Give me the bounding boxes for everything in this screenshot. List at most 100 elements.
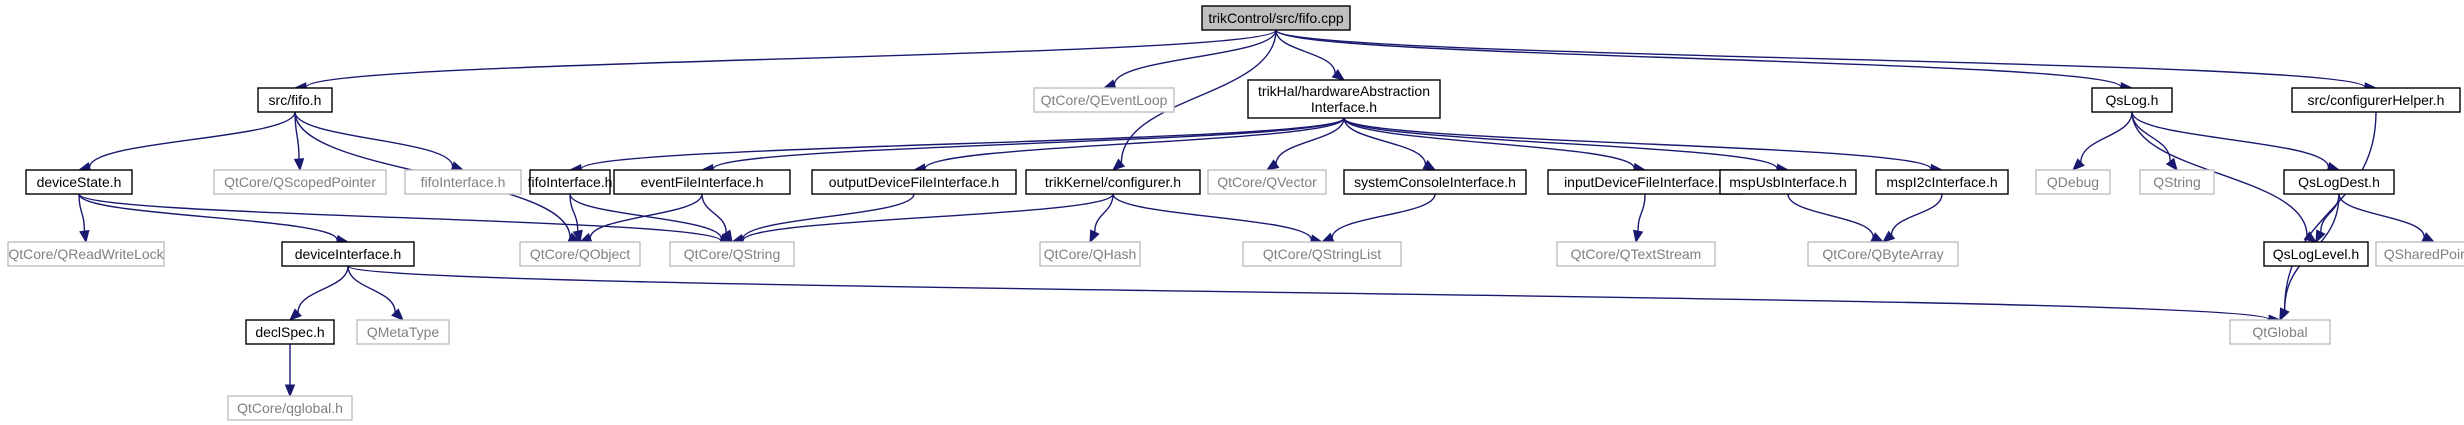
- edge-line: [1275, 29, 1336, 74]
- edge-line: [2283, 111, 2377, 311]
- edge-outdevfile-to-qstring: [730, 193, 915, 245]
- edge-line: [1112, 193, 1312, 240]
- edge-line: [2131, 111, 2308, 236]
- edge-line: [2131, 111, 2330, 168]
- edge-eventfile-to-qstring: [701, 193, 733, 244]
- node-box: [1039, 241, 1141, 267]
- node-label: systemConsoleInterface.h: [1354, 174, 1516, 190]
- edge-line: [294, 111, 454, 167]
- edge-line: [741, 193, 915, 240]
- node-eventfile[interactable]: eventFileInterface.h: [613, 169, 791, 195]
- node-fifo_cpp[interactable]: trikControl/src/fifo.cpp: [1201, 5, 1351, 31]
- node-qslogdest[interactable]: QsLogDest.h: [2283, 169, 2395, 195]
- node-box: [356, 319, 450, 345]
- edge-line: [347, 265, 396, 313]
- node-label: deviceState.h: [37, 174, 122, 190]
- node-trikconf[interactable]: trikKernel/configurer.h: [1025, 169, 1201, 195]
- node-qslog_h[interactable]: QsLog.h: [2091, 87, 2173, 113]
- node-label: trikHal/hardwareAbstraction: [1258, 83, 1430, 99]
- node-label: mspI2cInterface.h: [1886, 174, 1997, 190]
- edge-devstate-to-qreadwritelock: [78, 193, 90, 244]
- edge-line: [1120, 29, 1277, 163]
- node-mspi2c[interactable]: mspI2cInterface.h: [1875, 169, 2009, 195]
- edge-line: [1275, 29, 2366, 89]
- edge-line: [1343, 117, 1778, 170]
- edge-hal-to-mspusb: [1343, 117, 1790, 174]
- node-label: QtGlobal: [2252, 324, 2307, 340]
- node-box: [1033, 87, 1175, 113]
- edge-line: [1113, 29, 1277, 85]
- node-qsloglevel[interactable]: QsLogLevel.h: [2263, 241, 2369, 267]
- node-box: [1343, 169, 1527, 195]
- edge-line: [1343, 117, 1932, 170]
- arrowhead-icon: [1265, 159, 1280, 171]
- node-deviface[interactable]: deviceInterface.h: [281, 241, 415, 267]
- node-confhelper[interactable]: src/configurerHelper.h: [2291, 87, 2461, 113]
- arrowhead-icon: [721, 229, 733, 244]
- arrowhead-icon: [1881, 230, 1896, 243]
- node-qtglobal: QtGlobal: [2229, 319, 2331, 345]
- edge-line: [305, 29, 1277, 88]
- node-label: outputDeviceFileInterface.h: [829, 174, 999, 190]
- arrowhead-icon: [284, 384, 296, 398]
- edge-deviface-to-qtglobal: [347, 265, 2282, 325]
- node-label: mspUsbInterface.h: [1729, 174, 1847, 190]
- node-qvector: QtCore/QVector: [1207, 169, 1327, 195]
- edge-fifoiface-to-qobject: [569, 193, 583, 244]
- node-label: QtCore/QString: [684, 246, 780, 262]
- edge-fifo_cpp-to-trikconf: [1111, 29, 1277, 171]
- node-devstate[interactable]: deviceState.h: [25, 169, 133, 195]
- node-box: [519, 241, 641, 267]
- node-label: QtCore/QStringList: [1263, 246, 1381, 262]
- node-box: [2283, 169, 2395, 195]
- node-label: QtCore/QScopedPointer: [224, 174, 376, 190]
- node-label: QtCore/QVector: [1217, 174, 1317, 190]
- node-box: [669, 241, 795, 267]
- node-box: [2091, 87, 2173, 113]
- edge-eventfile-to-qobject: [578, 193, 703, 243]
- edge-line: [1094, 193, 1114, 233]
- node-outdevfile[interactable]: outputDeviceFileInterface.h: [811, 169, 1017, 195]
- arrowhead-icon: [79, 229, 90, 244]
- edge-hal-to-eventfile: [700, 117, 1345, 175]
- edge-line: [1787, 193, 1874, 238]
- node-declspec[interactable]: declSpec.h: [245, 319, 335, 345]
- node-qstring: QtCore/QString: [669, 241, 795, 267]
- edge-mspi2c-to-qbytearray: [1881, 193, 1943, 243]
- node-label: QSharedPointer: [2384, 246, 2464, 262]
- arrowhead-icon: [1422, 159, 1437, 171]
- edge-qslogdest-to-qsharedptr: [2338, 193, 2436, 243]
- edge-trikconf-to-qstringlist: [1112, 193, 1324, 245]
- node-box: [2291, 87, 2461, 113]
- edge-line: [712, 117, 1345, 170]
- node-box: [529, 169, 611, 195]
- node-label: deviceInterface.h: [295, 246, 402, 262]
- arrowhead-icon: [1331, 68, 1346, 81]
- node-label: QsLogLevel.h: [2273, 246, 2359, 262]
- node-fifoiface[interactable]: fifoInterface.h: [528, 169, 613, 195]
- edge-hal-to-mspi2c: [1343, 117, 1944, 175]
- edge-line: [78, 193, 338, 241]
- edge-line: [1637, 193, 1646, 232]
- node-label: QString: [2153, 174, 2200, 190]
- edge-line: [742, 193, 1114, 242]
- edge-hal-to-qvector: [1265, 117, 1345, 171]
- node-box: [811, 169, 1017, 195]
- edge-line: [78, 193, 722, 242]
- node-mspusb[interactable]: mspUsbInterface.h: [1719, 169, 1857, 195]
- arrowhead-icon: [1632, 229, 1644, 244]
- node-box: [257, 87, 333, 113]
- node-fifo_h[interactable]: src/fifo.h: [257, 87, 333, 113]
- node-qglobal_h: QtCore/qglobal.h: [227, 395, 353, 421]
- arrowhead-icon: [572, 229, 583, 244]
- node-inputdev[interactable]: inputDeviceFileInterface.h: [1547, 169, 1743, 195]
- edge-line: [1275, 29, 2122, 88]
- node-sysconsole[interactable]: systemConsoleInterface.h: [1343, 169, 1527, 195]
- edge-trikconf-to-qhash: [1089, 193, 1114, 244]
- edge-line: [78, 193, 86, 232]
- edge-line: [2080, 111, 2133, 163]
- edge-line: [297, 265, 349, 313]
- edge-fifo_h-to-devstate: [77, 111, 296, 173]
